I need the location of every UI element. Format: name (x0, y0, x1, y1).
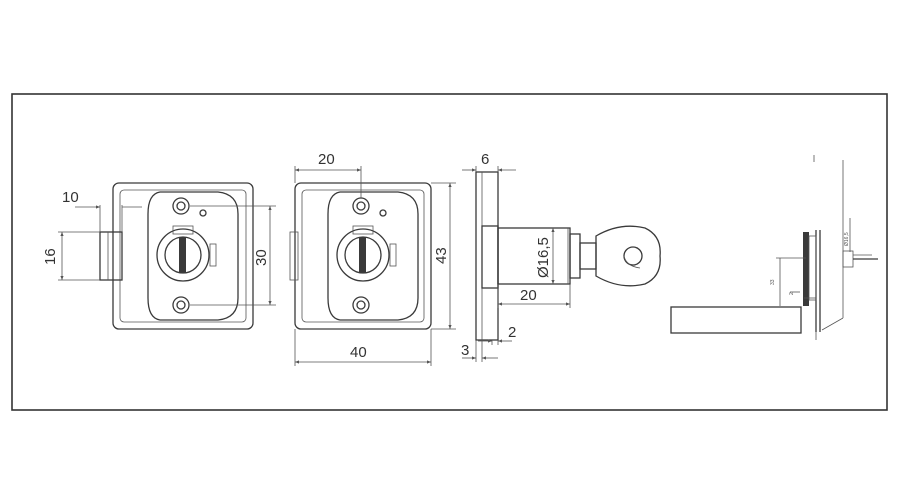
dim-43-label: 43 (433, 247, 450, 264)
dim-3-label: 3 (461, 342, 469, 359)
dim-2-label: 2 (508, 324, 516, 341)
side-small-2-label: 2 (789, 292, 795, 295)
dim-16-5-label: Ø16,5 (535, 237, 552, 278)
dim-20-top-label: 20 (318, 151, 335, 168)
drawing-frame (11, 93, 888, 411)
dim-10-label: 10 (62, 189, 79, 206)
dim-40-label: 40 (350, 344, 367, 361)
side-view-with-key (462, 166, 661, 362)
side-small-dia-label: Ø16,5 (844, 232, 850, 246)
dim-20-key-label: 20 (520, 287, 537, 304)
dim-16-label: 16 (42, 248, 59, 265)
installation-side-view (670, 155, 878, 340)
front-view-with-bolt (58, 182, 276, 330)
side-small-33-label: 33 (770, 279, 776, 285)
dim-6-label: 6 (481, 151, 489, 168)
front-view (289, 166, 456, 366)
dim-30-label: 30 (253, 249, 270, 266)
